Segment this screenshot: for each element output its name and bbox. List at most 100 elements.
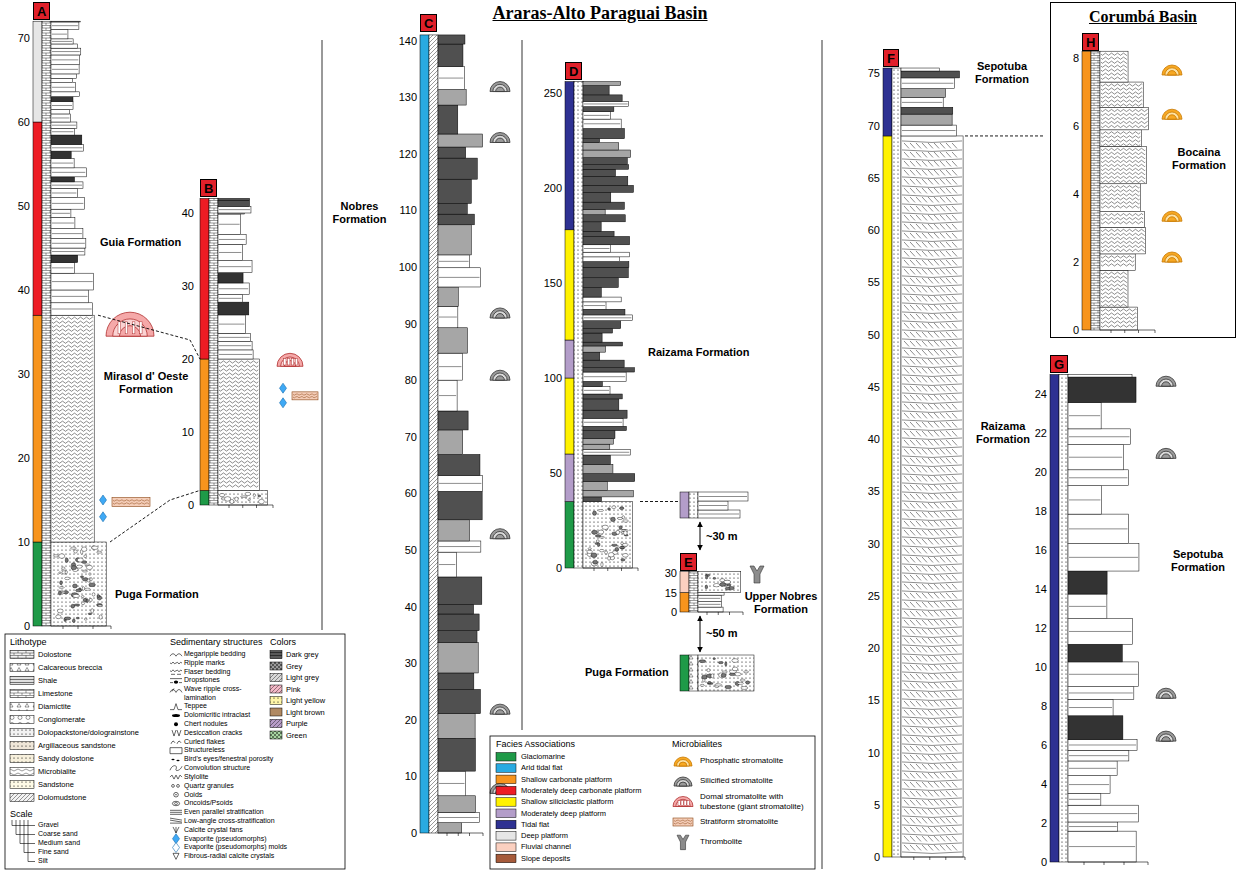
clast [59, 554, 65, 559]
clast [71, 604, 75, 608]
swatch-outline [10, 690, 34, 698]
swatch-fill [270, 708, 282, 716]
bed-lamination [219, 324, 244, 325]
stromatolite-arc [496, 534, 505, 538]
bed-lamination [52, 25, 78, 26]
bed [583, 165, 629, 170]
clast [92, 593, 95, 596]
swatch-pattern [270, 662, 282, 670]
bed [583, 418, 623, 426]
bed-lamination [1101, 109, 1148, 127]
axis-label: 0 [24, 620, 30, 633]
bed-lamination [219, 252, 241, 253]
facies-bar [33, 542, 42, 626]
bed [51, 44, 77, 48]
bed [583, 288, 601, 298]
bed-lamination [1069, 768, 1116, 769]
column-letter-box: E [680, 553, 697, 571]
clast [230, 499, 234, 503]
stromatolite-arc [674, 777, 692, 786]
legend-label: Sandy dolostone [38, 754, 94, 763]
bed [51, 290, 89, 303]
clast [224, 497, 230, 502]
bed [438, 225, 471, 255]
bed [218, 315, 245, 333]
swatch-fill [1091, 51, 1100, 330]
legend-label: Slope deposits [521, 854, 570, 863]
bed [51, 177, 74, 182]
grain-size-bracket [28, 820, 35, 862]
bed [583, 491, 633, 497]
bed [583, 252, 629, 257]
structure-symbol [170, 704, 182, 710]
facies-bar [200, 490, 209, 505]
stromatolite-arc [490, 704, 510, 714]
clast [598, 530, 604, 534]
stromatolite-arc [1156, 688, 1176, 698]
legend-label: Grey [286, 662, 302, 671]
facies-bar [1082, 51, 1091, 330]
clast [621, 559, 625, 561]
bed-lamination [52, 105, 72, 106]
legend-label: Dolomudstone [38, 793, 86, 802]
stromatolite-arc [496, 138, 505, 142]
bed [51, 101, 73, 109]
bed [901, 78, 954, 89]
bed-lamination [439, 483, 481, 484]
bed [218, 214, 241, 235]
bed-lamination [1069, 499, 1100, 500]
bed [1068, 822, 1118, 831]
bed-lamination [584, 305, 605, 306]
bed [438, 179, 471, 203]
bed [51, 151, 71, 158]
swatch-fill [10, 794, 34, 802]
bed [901, 114, 952, 125]
bed [583, 215, 625, 222]
bed-lamination [1069, 477, 1127, 478]
bed [438, 134, 483, 147]
stromatolite-arc [496, 87, 505, 91]
tubestone [295, 359, 298, 366]
clast [741, 686, 748, 689]
facies-bar [200, 198, 209, 359]
clast [618, 517, 623, 519]
bed [438, 203, 467, 214]
bed [438, 306, 458, 327]
bed [583, 297, 621, 302]
formation-label: Puga Formation [115, 588, 199, 601]
bed-lamination [1069, 457, 1122, 458]
bed [51, 48, 81, 55]
legend-label: Light yellow [286, 696, 325, 705]
facies-swatch [496, 775, 516, 784]
bed-lamination [1101, 148, 1145, 182]
facies-bar [565, 378, 574, 454]
bed-lamination [219, 298, 242, 299]
legend-label: Shale [38, 676, 57, 685]
bed [218, 283, 249, 295]
strat-column [883, 68, 965, 860]
bed-lamination [52, 308, 92, 309]
swatch-pattern [10, 690, 34, 698]
stratiform-lamina [293, 394, 317, 398]
swatch-fill [689, 572, 698, 612]
bed [1100, 212, 1144, 228]
bed [698, 602, 722, 607]
bed [1068, 429, 1130, 445]
clast [713, 658, 716, 660]
legend-label: Conglomerate [38, 715, 85, 724]
bed-lamination [1069, 784, 1109, 785]
axis-label: 80 [405, 374, 417, 387]
bed-lamination [1069, 415, 1100, 416]
legend-label: Calcareous breccia [38, 663, 102, 672]
bed [51, 217, 75, 228]
bed [583, 262, 629, 268]
bed-lamination [699, 514, 739, 515]
swatch-pattern [10, 651, 34, 659]
bed [583, 346, 605, 352]
swatch-pattern [10, 781, 34, 789]
swatch-fill [270, 697, 282, 705]
axis-label: 0 [188, 499, 194, 512]
bed [51, 92, 80, 97]
clast [746, 681, 750, 684]
clast [74, 550, 77, 553]
